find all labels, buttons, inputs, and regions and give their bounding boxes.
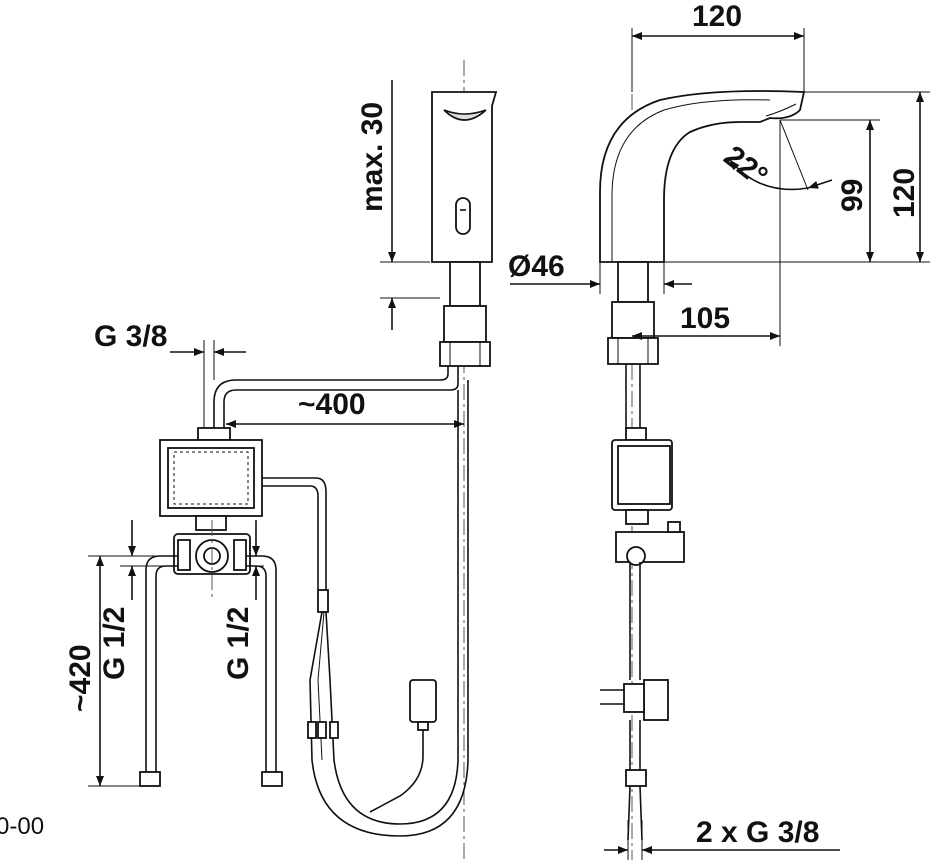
dim-h120: 120: [664, 91, 930, 263]
drawing-code: 0-00: [0, 813, 44, 840]
label-g12-right: G 1/2: [222, 607, 255, 680]
label-h99: 99: [836, 179, 869, 212]
valve-assembly: G 1/2 G 1/2 ~420: [64, 520, 283, 787]
dim-d46: Ø46: [508, 250, 692, 294]
side-view-tap: [599, 40, 806, 860]
control-box: [159, 427, 327, 590]
dim-angle: 22°: [718, 119, 833, 200]
cable-and-power-supply: [307, 380, 469, 837]
supply-hose: G 3/8 ~400: [94, 320, 464, 436]
dim-h99: 99: [780, 119, 880, 262]
dim-l105: 105: [632, 120, 781, 346]
label-l105: 105: [680, 302, 730, 335]
label-g38: G 3/8: [94, 320, 167, 353]
label-h120: 120: [888, 168, 921, 218]
label-l420: ~420: [64, 644, 97, 712]
label-g12-left: G 1/2: [98, 607, 131, 680]
label-l400: ~400: [298, 388, 366, 421]
dim-max30: max. 30: [356, 80, 440, 330]
label-d46: Ø46: [508, 250, 565, 283]
label-conn: 2 x G 3/8: [696, 816, 819, 849]
label-max30: max. 30: [356, 102, 389, 212]
dim-w120: 120: [631, 0, 805, 92]
front-view-tap: [431, 60, 498, 860]
dim-conn: 2 x G 3/8: [604, 816, 840, 860]
label-w120: 120: [692, 0, 742, 33]
